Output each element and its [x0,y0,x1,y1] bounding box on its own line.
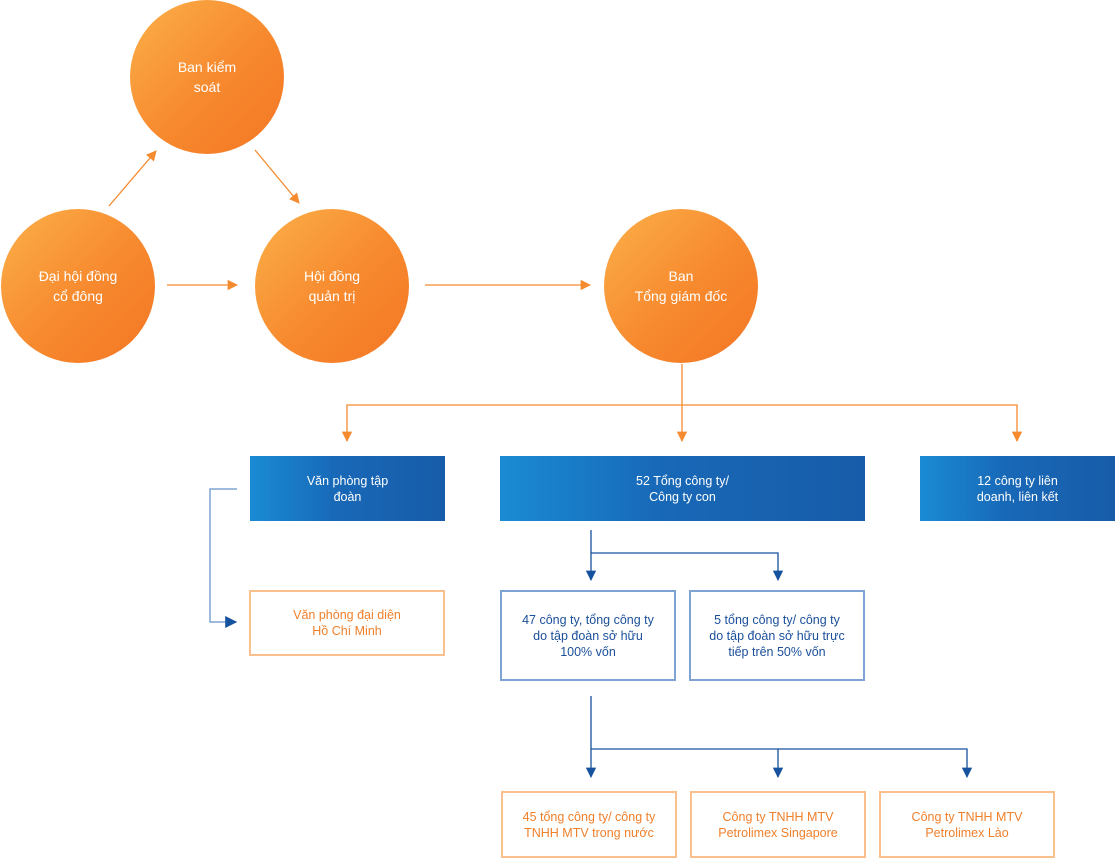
node-petrolimex-singapore-label: Công ty TNHH MTV Petrolimex Singapore [718,809,838,840]
node-shareholders-meeting: Đại hội đồng cổ đông [1,209,155,363]
node-ceo-board: Ban Tổng giám đốc [604,209,758,363]
connector-office-to-hcm [209,488,238,628]
node-ceo-board-label: Ban Tổng giám đốc [634,268,728,304]
connector-subsidiaries-right [591,552,784,582]
node-supervisory-board-label: Ban kiểm soát [177,59,237,95]
node-petrolimex-singapore: Công ty TNHH MTV Petrolimex Singapore [690,791,866,858]
node-wholly-owned: 47 công ty, tổng công ty do tập đoàn sở … [500,590,676,681]
node-majority-owned-label: 5 tổng công ty/ công ty do tập đoàn sở h… [709,612,845,659]
connector-wholly-owned-right [778,748,973,779]
node-group-office: Văn phòng tập đoàn [250,456,445,521]
node-board-of-directors-label: Hội đồng quản trị [303,268,361,304]
node-board-of-directors: Hội đồng quản trị [255,209,409,363]
node-supervisory-board: Ban kiểm soát [130,0,284,154]
node-domestic-llc-label: 45 tổng công ty/ công ty TNHH MTV trong … [522,809,656,840]
node-petrolimex-laos-label: Công ty TNHH MTV Petrolimex Lào [911,809,1023,840]
node-group-office-label: Văn phòng tập đoàn [306,473,389,504]
node-shareholders-meeting-label: Đại hội đồng cổ đông [38,268,118,304]
node-domestic-llc: 45 tổng công ty/ công ty TNHH MTV trong … [501,791,677,858]
connector-wholly-owned-mid [591,748,784,779]
arrow-supervisory-to-board [254,149,300,204]
connector-ceo-branch-left [341,404,682,443]
node-petrolimex-laos: Công ty TNHH MTV Petrolimex Lào [879,791,1055,858]
node-wholly-owned-label: 47 công ty, tổng công ty do tập đoàn sở … [522,612,654,659]
node-subsidiaries-label: 52 Tổng công ty/ Công ty con [636,473,729,504]
node-majority-owned: 5 tổng công ty/ công ty do tập đoàn sở h… [689,590,865,681]
node-subsidiaries: 52 Tổng công ty/ Công ty con [500,456,865,521]
node-joint-ventures: 12 công ty liên doanh, liên kết [920,456,1115,521]
node-hcm-rep-office: Văn phòng đại diện Hồ Chí Minh [249,590,445,656]
node-hcm-rep-office-label: Văn phòng đại diện Hồ Chí Minh [293,608,401,638]
arrow-shareholders-to-supervisory [108,150,157,207]
node-joint-ventures-label: 12 công ty liên doanh, liên kết [976,473,1059,504]
connector-ceo-branch-right [682,404,1023,443]
